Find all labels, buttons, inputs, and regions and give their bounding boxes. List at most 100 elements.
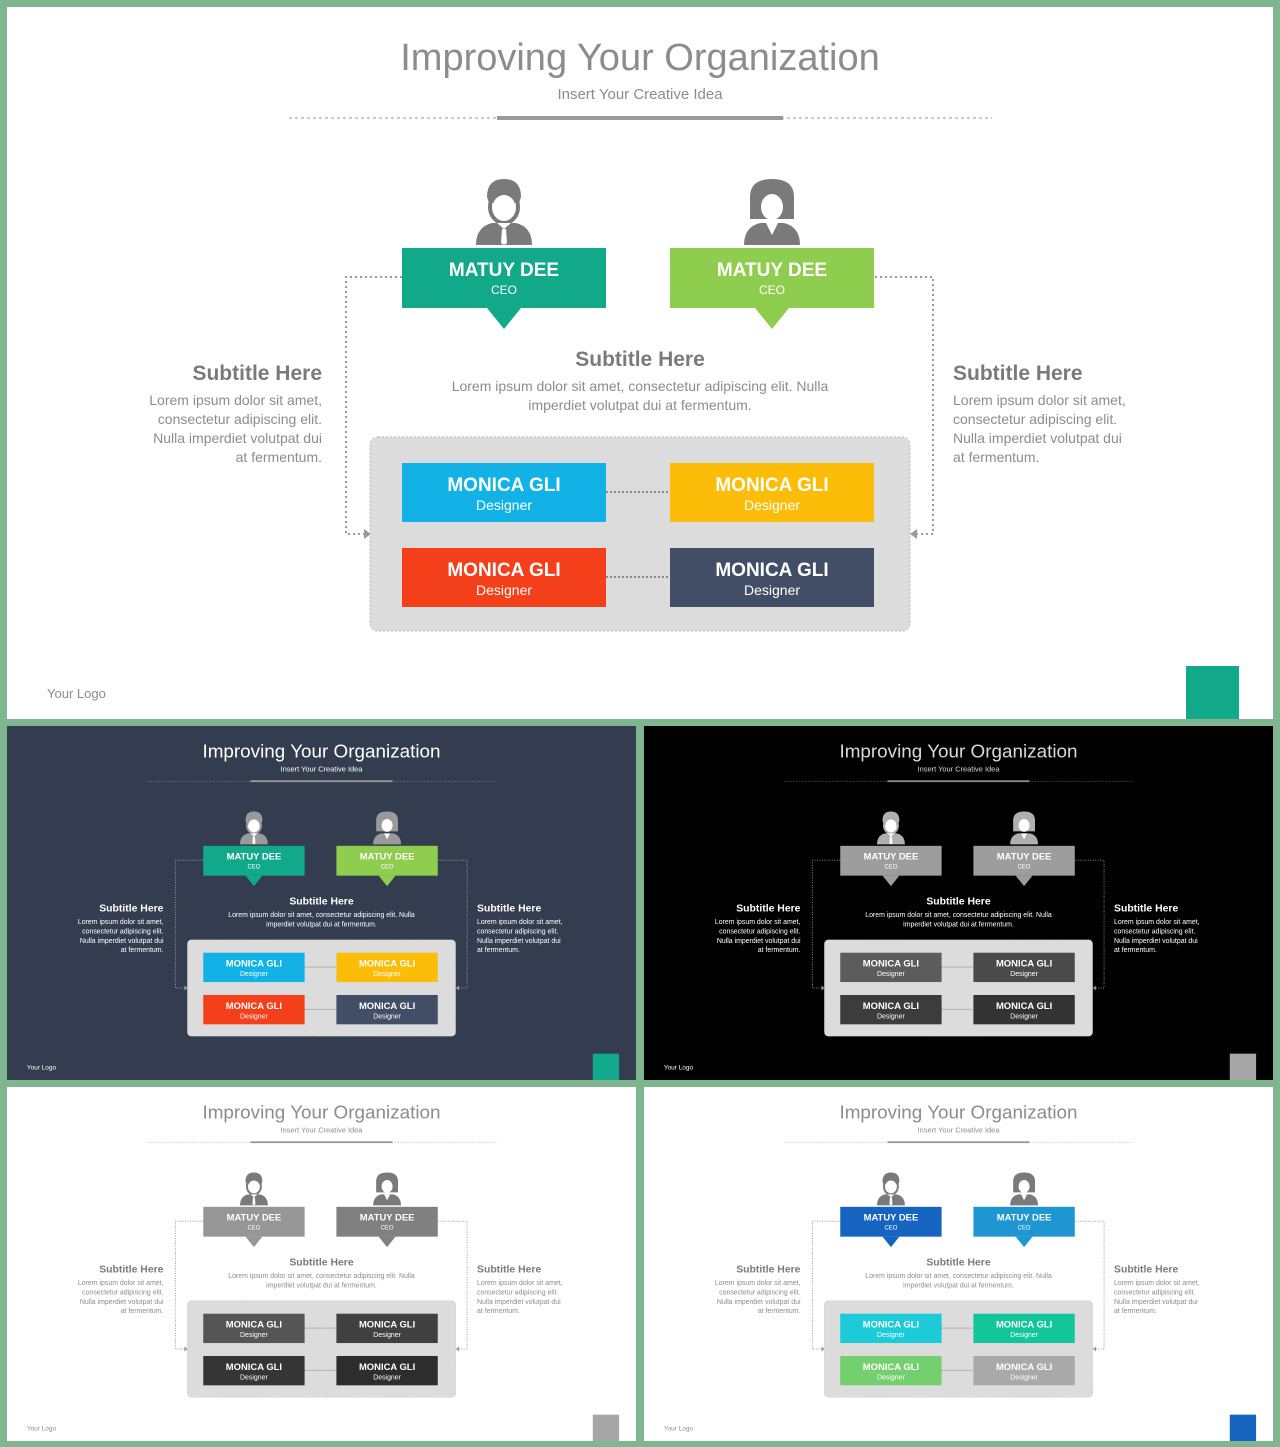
right-heading: Subtitle Here <box>1114 1264 1178 1275</box>
female-person-icon <box>373 811 401 845</box>
left-body-line: Nulla imperdiet volutpat dui <box>153 430 322 446</box>
center-body-line: Lorem ipsum dolor sit amet, consectetur … <box>228 1273 415 1280</box>
logo-placeholder: Your Logo <box>27 1065 57 1072</box>
slide-subtitle: Insert Your Creative Idea <box>918 765 1001 774</box>
right-connector-arrow <box>1092 985 1097 991</box>
left-heading: Subtitle Here <box>99 903 163 914</box>
member-role: Designer <box>877 1013 905 1020</box>
slide-title: Improving Your Organization <box>400 37 880 79</box>
leader-box <box>203 845 305 876</box>
left-body-line: Lorem ipsum dolor sit amet, <box>715 1280 801 1287</box>
leader-name: MATUY DEE <box>997 1213 1052 1224</box>
member-box <box>402 463 606 522</box>
left-connector-arrow <box>184 1346 188 1352</box>
member-box <box>203 1355 305 1386</box>
member-box <box>336 952 438 983</box>
male-person-icon <box>240 811 268 845</box>
slide-title: Improving Your Organization <box>202 741 440 762</box>
member-box <box>840 994 942 1025</box>
member-name: MONICA GLI <box>996 959 1052 970</box>
leader-name: MATUY DEE <box>360 1213 415 1224</box>
leader-role: CEO <box>1018 1226 1031 1232</box>
center-body-line: imperdiet volutpat dui at fermentum. <box>266 1282 377 1289</box>
leader-pointer <box>755 308 789 329</box>
left-heading: Subtitle Here <box>736 1264 800 1275</box>
slide-subtitle: Insert Your Creative Idea <box>557 86 723 103</box>
member-box <box>203 1313 305 1344</box>
left-connector-arrow <box>184 985 188 991</box>
slide-title: Improving Your Organization <box>839 741 1077 762</box>
member-role: Designer <box>240 1013 268 1020</box>
right-connector-line <box>1075 859 1105 989</box>
member-name: MONICA GLI <box>863 1362 919 1373</box>
right-connector-line <box>875 276 934 535</box>
leader-box <box>402 248 606 308</box>
leader-name: MATUY DEE <box>717 260 827 281</box>
right-connector-arrow <box>910 529 917 539</box>
member-role: Designer <box>877 1332 905 1339</box>
leader-name: MATUY DEE <box>864 1213 919 1224</box>
member-name: MONICA GLI <box>863 1320 919 1331</box>
leader-box <box>203 1206 305 1237</box>
left-body-line: Lorem ipsum dolor sit amet, <box>715 919 801 926</box>
right-connector-line <box>438 859 468 989</box>
right-body-line: Nulla imperdiet volutpat dui <box>477 1299 561 1306</box>
member-box <box>973 1355 1075 1386</box>
right-body-line: Nulla imperdiet volutpat dui <box>477 938 561 945</box>
right-body-line: consectetur adipiscing elit. <box>1114 928 1195 935</box>
left-connector-line <box>345 276 402 535</box>
left-body-line: consectetur adipiscing elit. <box>158 411 322 427</box>
member-name: MONICA GLI <box>715 475 828 496</box>
left-body-line: at fermentum. <box>121 1308 164 1315</box>
leader-box <box>336 845 438 876</box>
leader-role: CEO <box>884 865 897 871</box>
left-body-line: at fermentum. <box>758 1308 801 1315</box>
member-box <box>336 994 438 1025</box>
leader-role: CEO <box>381 865 394 871</box>
left-body-line: Nulla imperdiet volutpat dui <box>80 938 164 945</box>
member-role: Designer <box>240 1374 268 1381</box>
leader-role: CEO <box>247 1226 260 1232</box>
leader-name: MATUY DEE <box>997 852 1052 863</box>
leader-pointer <box>882 1236 900 1248</box>
left-connector-line <box>811 1220 841 1350</box>
member-role: Designer <box>373 1374 401 1381</box>
left-connector-line <box>174 859 204 989</box>
member-name: MONICA GLI <box>226 1001 282 1012</box>
member-box <box>336 1313 438 1344</box>
member-role: Designer <box>240 1332 268 1339</box>
right-connector-arrow <box>1092 1346 1097 1352</box>
leader-name: MATUY DEE <box>227 852 282 863</box>
member-name: MONICA GLI <box>226 1320 282 1331</box>
left-body-line: Nulla imperdiet volutpat dui <box>717 938 801 945</box>
member-name: MONICA GLI <box>447 475 560 496</box>
member-name: MONICA GLI <box>715 560 828 581</box>
right-body-line: at fermentum. <box>1114 947 1157 954</box>
member-role: Designer <box>373 1013 401 1020</box>
leader-box <box>973 845 1075 876</box>
leader-pointer <box>1015 875 1033 887</box>
leader-pointer <box>378 875 396 887</box>
member-box <box>840 952 942 983</box>
leader-name: MATUY DEE <box>227 1213 282 1224</box>
member-box <box>973 994 1075 1025</box>
right-connector-line <box>438 1220 468 1350</box>
left-body-line: Lorem ipsum dolor sit amet, <box>78 1280 164 1287</box>
member-name: MONICA GLI <box>996 1001 1052 1012</box>
right-body-line: Nulla imperdiet volutpat dui <box>953 430 1122 446</box>
right-connector-line <box>1075 1220 1105 1350</box>
center-heading: Subtitle Here <box>926 896 990 907</box>
right-body-line: consectetur adipiscing elit. <box>477 1289 558 1296</box>
member-box <box>670 463 874 522</box>
right-heading: Subtitle Here <box>477 903 541 914</box>
member-role: Designer <box>476 497 532 513</box>
left-body-line: consectetur adipiscing elit. <box>82 1289 163 1296</box>
right-body-line: Lorem ipsum dolor sit amet, <box>1114 919 1200 926</box>
member-role: Designer <box>373 971 401 978</box>
right-body-line: consectetur adipiscing elit. <box>477 928 558 935</box>
